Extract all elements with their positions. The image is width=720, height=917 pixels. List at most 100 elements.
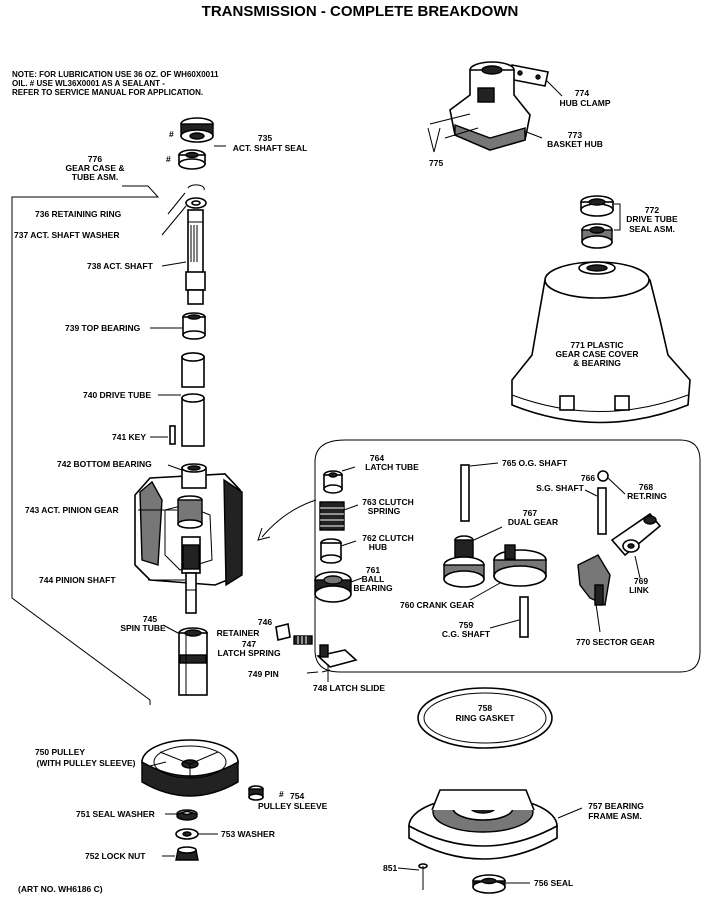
gear-case-bracket <box>11 185 160 705</box>
label-750-line2: (WITH PULLEY SLEEVE) <box>36 758 135 768</box>
label-738: 738 ACT. SHAFT <box>87 261 154 271</box>
crank-gear <box>493 544 547 587</box>
retaining-ring <box>187 184 205 191</box>
dual-gear <box>443 535 485 588</box>
label-762-line2: HUB <box>369 542 387 552</box>
drive-tube <box>181 352 205 447</box>
label-759-name: C.G. SHAFT <box>442 629 491 639</box>
label-742: 742 BOTTOM BEARING <box>57 459 152 469</box>
act-shaft <box>185 209 206 305</box>
label-776-line3: TUBE ASM. <box>72 172 118 182</box>
label-741: 741 KEY <box>112 432 146 442</box>
og-shaft <box>460 464 470 522</box>
label-763-line1: 763 CLUTCH <box>362 497 413 507</box>
drive-tube-seal <box>580 195 614 249</box>
label-746-name: RETAINER <box>217 628 260 638</box>
hub-clamp <box>508 64 549 87</box>
label-768-num: 768 <box>639 482 653 492</box>
bearing-frame <box>408 789 558 860</box>
note-line-1: NOTE: FOR LUBRICATION USE 36 OZ. OF WH60… <box>12 70 219 79</box>
label-747-num: 747 <box>242 639 256 649</box>
diagram-title: TRANSMISSION - COMPLETE BREAKDOWN <box>202 3 519 20</box>
label-772-line2: DRIVE TUBE <box>626 214 678 224</box>
retainer <box>275 623 291 641</box>
label-743: 743 ACT. PINION GEAR <box>25 505 119 515</box>
clutch-hub <box>320 538 342 564</box>
hash-mark-3: # <box>279 789 284 799</box>
label-761-line3: BEARING <box>353 583 393 593</box>
hash-mark-2: # <box>166 154 171 164</box>
label-763-line2: SPRING <box>368 506 401 516</box>
label-745-num: 745 <box>143 614 157 624</box>
label-761-line2: BALL <box>362 574 385 584</box>
label-776-num: 776 <box>88 154 102 164</box>
label-750-line1: 750 PULLEY <box>35 747 85 757</box>
lock-nut <box>175 846 199 861</box>
ret-ring <box>597 470 609 482</box>
label-754-name: PULLEY SLEEVE <box>258 801 328 811</box>
label-740: 740 DRIVE TUBE <box>83 390 151 400</box>
note-line-2: OIL. # USE WL36X0001 AS A SEALANT - <box>12 79 165 88</box>
latch-spring <box>293 635 313 645</box>
label-756: 756 SEAL <box>534 878 573 888</box>
label-767-name: DUAL GEAR <box>508 517 558 527</box>
act-pinion-gear <box>177 495 203 529</box>
label-757-line1: 757 BEARING <box>588 801 644 811</box>
label-758-name: RING GASKET <box>455 713 515 723</box>
label-774-name: HUB CLAMP <box>560 98 611 108</box>
label-851: 851 <box>383 863 397 873</box>
hub-screws <box>429 113 479 139</box>
label-746-num: 746 <box>258 617 272 627</box>
cg-shaft <box>519 596 529 638</box>
link <box>610 512 662 557</box>
label-764-name: LATCH TUBE <box>365 462 419 472</box>
clutch-spring <box>319 501 345 531</box>
label-766-name: S.G. SHAFT <box>536 483 585 493</box>
label-757-line2: FRAME ASM. <box>588 811 642 821</box>
label-764-num: 764 <box>370 453 384 463</box>
note-line-3: REFER TO SERVICE MANUAL FOR APPLICATION. <box>12 88 203 97</box>
label-770: 770 SECTOR GEAR <box>576 637 655 647</box>
washer <box>175 828 199 840</box>
label-774-num: 774 <box>575 88 589 98</box>
label-772-line3: SEAL ASM. <box>629 224 675 234</box>
seal <box>472 874 506 894</box>
label-735-name: ACT. SHAFT SEAL <box>233 143 308 153</box>
label-760: 760 CRANK GEAR <box>400 600 474 610</box>
act-shaft-seal <box>178 117 214 170</box>
label-754-num: 754 <box>290 791 304 801</box>
gear-case <box>134 463 243 587</box>
hash-mark-1: # <box>169 129 174 139</box>
sector-gear <box>577 554 611 607</box>
label-771-line1: 771 PLASTIC <box>571 340 624 350</box>
label-775: 775 <box>429 158 443 168</box>
detail-bubble <box>314 439 701 673</box>
label-773-num: 773 <box>568 130 582 140</box>
label-771-line3: & BEARING <box>573 358 621 368</box>
sg-shaft <box>597 487 607 535</box>
label-766-num: 766 <box>581 473 595 483</box>
label-768-name: RET.RING <box>627 491 667 501</box>
label-769-name: LINK <box>629 585 650 595</box>
label-752: 752 LOCK NUT <box>85 851 146 861</box>
bolt-851 <box>418 863 428 890</box>
label-745-name: SPIN TUBE <box>120 623 166 633</box>
seal-washer <box>176 809 198 821</box>
label-736: 736 RETAINING RING <box>35 209 122 219</box>
label-751: 751 SEAL WASHER <box>76 809 155 819</box>
label-758-num: 758 <box>478 703 492 713</box>
label-773-name: BASKET HUB <box>547 139 603 149</box>
label-748: 748 LATCH SLIDE <box>313 683 385 693</box>
label-744: 744 PINION SHAFT <box>39 575 116 585</box>
label-735-num: 735 <box>258 133 272 143</box>
pulley-sleeve <box>248 785 264 801</box>
label-767-num: 767 <box>523 508 537 518</box>
gear-case-cover <box>511 261 691 424</box>
label-765: 765 O.G. SHAFT <box>502 458 568 468</box>
label-753: 753 WASHER <box>221 829 275 839</box>
latch-slide <box>316 644 358 668</box>
label-737: 737 ACT. SHAFT WASHER <box>14 230 119 240</box>
label-769-num: 769 <box>634 576 648 586</box>
